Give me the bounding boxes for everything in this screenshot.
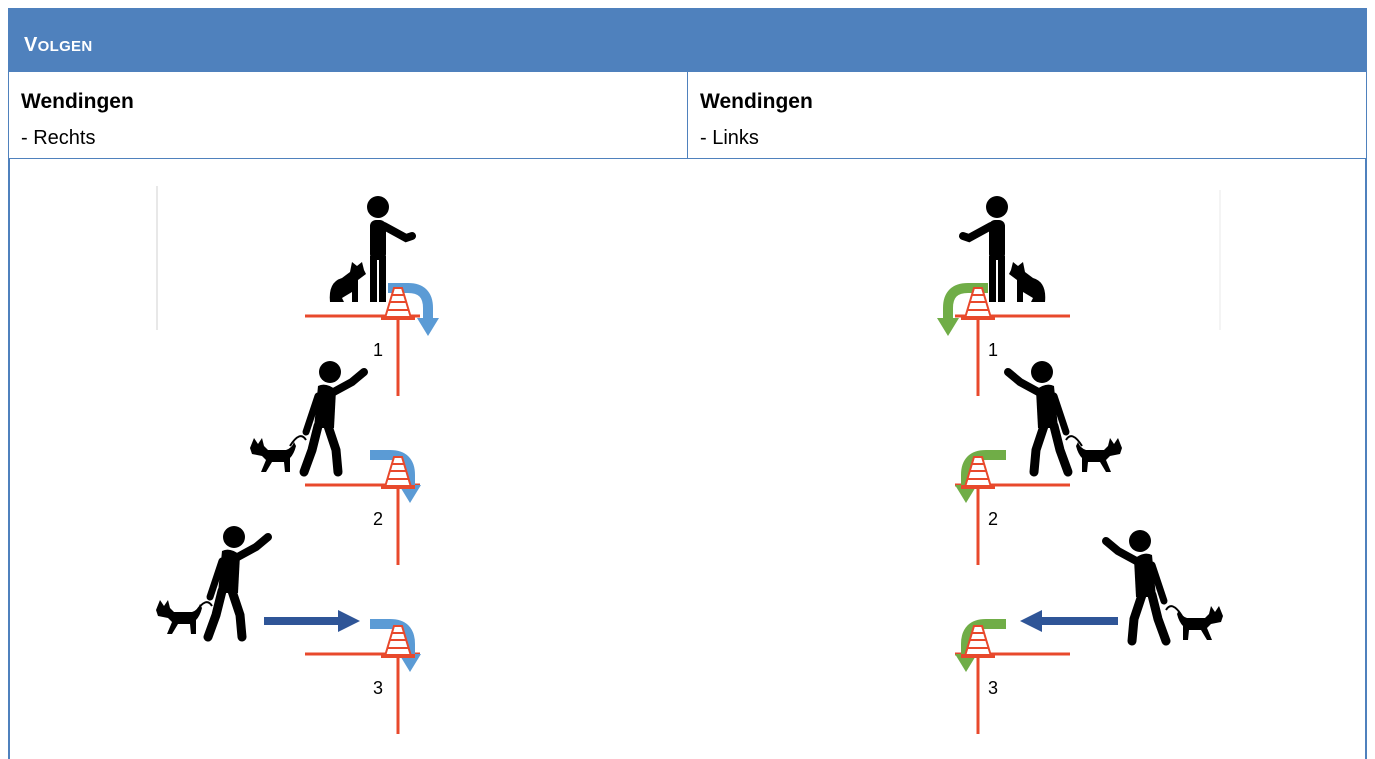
step-1 <box>937 196 1070 396</box>
step-2 <box>955 361 1122 565</box>
heading-subtitle: - Links <box>700 127 759 149</box>
section-title: VOLGEN <box>24 34 93 56</box>
dog-walking-icon <box>250 438 296 472</box>
approach-arrow-icon <box>264 610 360 632</box>
dog-walking-icon <box>1076 438 1122 472</box>
heading-cell-right-turn: Wendingen - Rechts <box>8 72 688 159</box>
step-2 <box>250 361 421 565</box>
dog-walking-icon <box>1177 606 1223 640</box>
heading-title: Wendingen <box>21 90 134 113</box>
step-3 <box>156 526 421 734</box>
step-number: 2 <box>988 509 998 529</box>
step-number: 3 <box>373 678 383 698</box>
handler-walking-icon <box>304 361 364 472</box>
dog-walking-icon <box>156 600 202 634</box>
handler-walking-icon <box>1008 361 1068 472</box>
column-headings: Wendingen - Rechts Wendingen - Links <box>8 72 1367 161</box>
section-header: VOLGEN <box>8 8 1367 72</box>
step-1 <box>305 196 439 396</box>
heading-subtitle: - Rechts <box>21 127 96 149</box>
dog-sitting-icon <box>329 262 366 302</box>
handler-walking-icon <box>208 526 268 637</box>
step-3 <box>955 530 1223 734</box>
step-number: 2 <box>373 509 383 529</box>
step-number: 3 <box>988 678 998 698</box>
step-number: 1 <box>988 340 998 360</box>
right-turn-diagram <box>156 186 439 734</box>
exercise-table: VOLGEN Wendingen - Rechts Wendingen - Li… <box>8 8 1367 759</box>
heading-cell-left-turn: Wendingen - Links <box>687 72 1367 159</box>
left-turn-diagram <box>937 190 1223 734</box>
approach-arrow-icon <box>1020 610 1118 632</box>
step-number: 1 <box>373 340 383 360</box>
diagram-cell <box>8 159 1367 759</box>
heading-title: Wendingen <box>700 90 813 113</box>
dog-sitting-icon <box>1009 262 1046 302</box>
